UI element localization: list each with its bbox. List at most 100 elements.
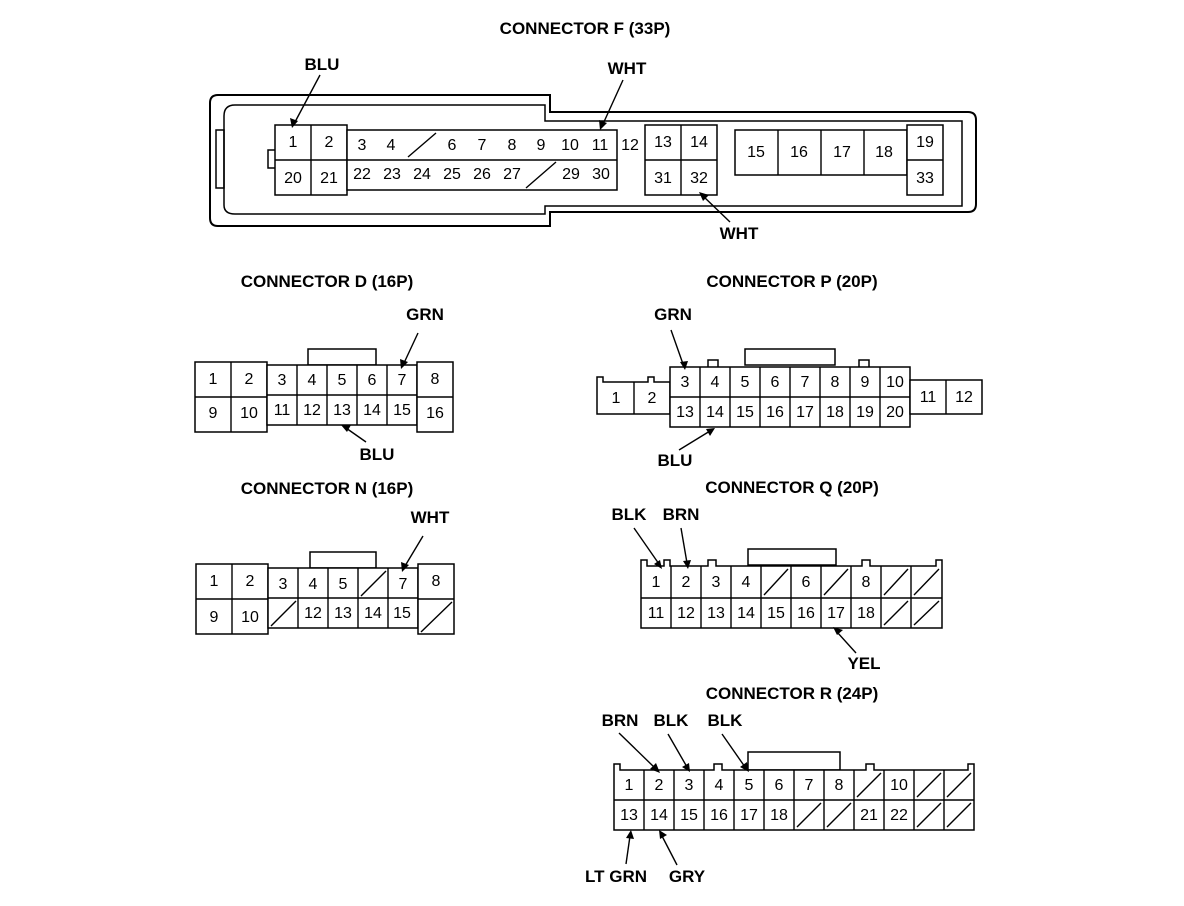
pin-n-10: 10 (241, 609, 259, 626)
pin-r-10: 10 (890, 777, 908, 794)
wire-label-f-pin1: BLU (305, 55, 340, 74)
pin-p-14: 14 (706, 404, 724, 421)
pin-p-3: 3 (681, 374, 690, 391)
pin-f-13: 13 (654, 134, 672, 151)
pin-d-9: 9 (209, 405, 218, 422)
pin-p-20: 20 (886, 404, 904, 421)
connector-f: CONNECTOR F (33P) 1 2 3 4 6 (209, 19, 977, 243)
pin-d-2: 2 (245, 371, 254, 388)
pin-f-26: 26 (473, 166, 491, 183)
pin-d-8: 8 (431, 371, 440, 388)
pin-d-14: 14 (363, 402, 381, 419)
pin-p-7: 7 (801, 374, 810, 391)
pin-r-7: 7 (805, 777, 814, 794)
pin-f-6: 6 (448, 137, 457, 154)
pin-n-9: 9 (210, 609, 219, 626)
pin-p-18: 18 (826, 404, 844, 421)
pin-f-12: 12 (621, 137, 639, 154)
pin-d-5: 5 (338, 372, 347, 389)
pin-f-23: 23 (383, 166, 401, 183)
pin-r-21: 21 (860, 807, 878, 824)
pin-n-5: 5 (339, 576, 348, 593)
pin-f-8: 8 (508, 137, 517, 154)
wire-label-p-pin3: GRN (654, 305, 692, 324)
pin-q-18: 18 (857, 605, 875, 622)
pin-p-17: 17 (796, 404, 814, 421)
pin-d-16: 16 (426, 405, 444, 422)
pin-f-25: 25 (443, 166, 461, 183)
pin-n-3: 3 (279, 576, 288, 593)
pin-f-2: 2 (325, 134, 334, 151)
pin-r-15: 15 (680, 807, 698, 824)
pin-f-4: 4 (387, 137, 396, 154)
wire-label-q-pin2: BRN (663, 505, 700, 524)
connector-p: CONNECTOR P (20P) 1 2 3 4 5 6 7 8 9 10 1… (596, 272, 983, 470)
pin-d-11: 11 (274, 402, 291, 419)
pin-n-4: 4 (309, 576, 318, 593)
pin-f-3: 3 (358, 137, 367, 154)
pin-f-7: 7 (478, 137, 487, 154)
pin-p-6: 6 (771, 374, 780, 391)
pin-p-1: 1 (612, 390, 621, 407)
pin-q-2: 2 (682, 574, 691, 591)
wire-label-p-pin14: BLU (658, 451, 693, 470)
pin-f-10: 10 (561, 137, 579, 154)
pin-f-19: 19 (916, 134, 934, 151)
pin-d-1: 1 (209, 371, 218, 388)
pin-p-19: 19 (856, 404, 874, 421)
pin-f-14: 14 (690, 134, 708, 151)
pin-f-11: 11 (592, 137, 609, 154)
wire-label-r-pin2: BRN (602, 711, 639, 730)
pin-f-15: 15 (747, 144, 765, 161)
pin-n-2: 2 (246, 573, 255, 590)
pin-d-12: 12 (303, 402, 321, 419)
connector-q: CONNECTOR Q (20P) 1 2 3 4 6 8 11 12 13 1… (612, 478, 943, 673)
pin-p-2: 2 (648, 390, 657, 407)
pin-r-8: 8 (835, 777, 844, 794)
wire-label-q-pin1: BLK (612, 505, 648, 524)
wire-label-f-pin11: WHT (608, 59, 647, 78)
pin-n-15: 15 (393, 605, 411, 622)
wire-label-f-pin32: WHT (720, 224, 759, 243)
pin-p-16: 16 (766, 404, 784, 421)
connector-p-title: CONNECTOR P (20P) (706, 272, 877, 291)
pin-f-32: 32 (690, 170, 708, 187)
connector-f-housing (209, 94, 977, 227)
pin-p-5: 5 (741, 374, 750, 391)
connector-r: CONNECTOR R (24P) 1 2 3 4 5 6 7 8 10 13 … (585, 684, 975, 886)
pin-q-6: 6 (802, 574, 811, 591)
connector-d: CONNECTOR D (16P) 1 2 3 4 5 6 7 8 9 10 1… (194, 272, 454, 464)
pin-f-30: 30 (592, 166, 610, 183)
wire-label-d-pin7: GRN (406, 305, 444, 324)
pin-p-12: 12 (955, 389, 973, 406)
pin-q-15: 15 (767, 605, 785, 622)
pin-f-31: 31 (654, 170, 672, 187)
pin-q-11: 11 (648, 605, 665, 622)
wire-label-q-pin17: YEL (847, 654, 880, 673)
pin-n-14: 14 (364, 605, 382, 622)
pin-d-15: 15 (393, 402, 411, 419)
pin-r-18: 18 (770, 807, 788, 824)
pin-f-18: 18 (875, 144, 893, 161)
pin-f-22: 22 (353, 166, 371, 183)
pin-q-8: 8 (862, 574, 871, 591)
pin-p-11: 11 (920, 389, 937, 406)
connector-f-title: CONNECTOR F (33P) (500, 19, 671, 38)
pin-r-5: 5 (745, 777, 754, 794)
pin-r-3: 3 (685, 777, 694, 794)
connector-r-title: CONNECTOR R (24P) (706, 684, 879, 703)
pin-r-16: 16 (710, 807, 728, 824)
pin-d-10: 10 (240, 405, 258, 422)
pin-f-17: 17 (833, 144, 851, 161)
pin-f-16: 16 (790, 144, 808, 161)
pin-p-15: 15 (736, 404, 754, 421)
pin-n-7: 7 (399, 576, 408, 593)
connector-n-title: CONNECTOR N (16P) (241, 479, 414, 498)
pin-r-6: 6 (775, 777, 784, 794)
pin-d-4: 4 (308, 372, 317, 389)
pin-d-13: 13 (333, 402, 351, 419)
pin-q-3: 3 (712, 574, 721, 591)
pin-q-1: 1 (652, 574, 661, 591)
pin-q-14: 14 (737, 605, 755, 622)
